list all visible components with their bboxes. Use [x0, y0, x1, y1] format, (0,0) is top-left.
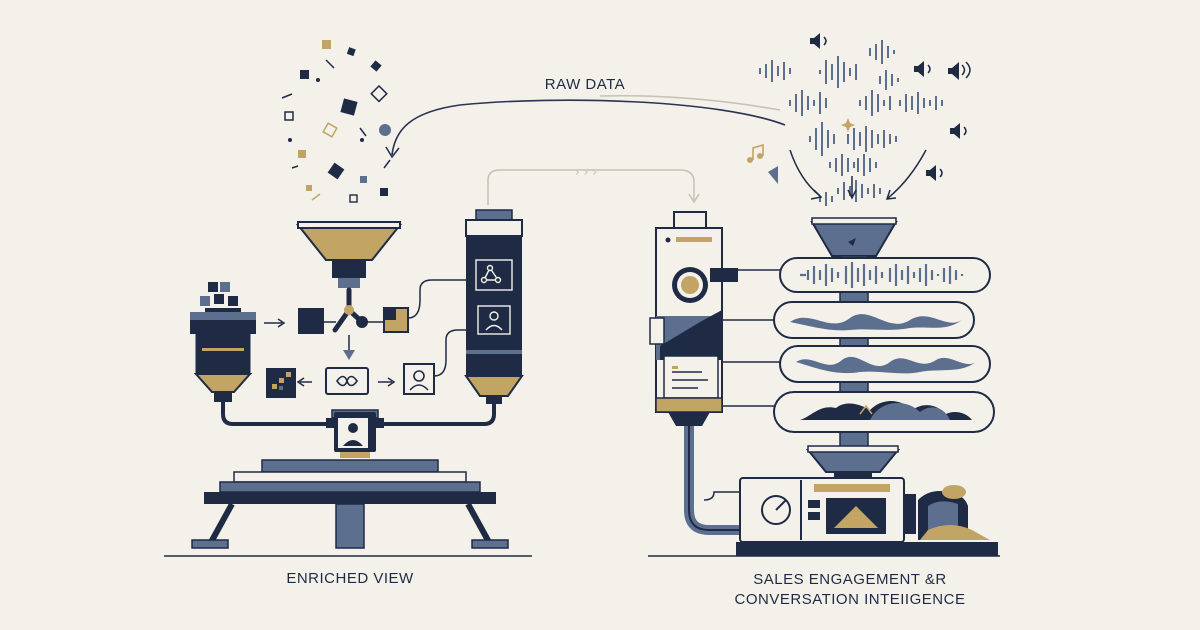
speaker-icon	[810, 33, 827, 49]
sparkle-icon	[841, 118, 855, 132]
speaker-icon	[926, 165, 943, 181]
wave-capsule-2	[773, 301, 975, 339]
wave-capsule-1	[779, 257, 991, 293]
wave-capsule-3	[779, 345, 991, 383]
speaker-icon	[914, 61, 931, 77]
enriched-view-label: ENRICHED VIEW	[286, 570, 414, 587]
wave-convergence-arrows	[789, 149, 927, 200]
data-box-1	[298, 308, 324, 334]
raw-data-arc-right	[599, 94, 781, 111]
right-machine	[648, 211, 1000, 557]
image-icon	[826, 498, 886, 534]
raw-data-label: RAW DATA	[544, 76, 626, 93]
center-processor	[326, 409, 384, 458]
music-note-icon	[747, 143, 764, 163]
user-icon	[403, 363, 435, 395]
raw-data-arc-head	[385, 146, 400, 159]
audio-wave-cloud	[759, 40, 943, 206]
raw-data-arc-arrow	[391, 99, 786, 156]
middle-loop-arrow	[487, 169, 695, 205]
pie-chart-icon	[672, 267, 708, 303]
speaker-icon	[950, 123, 967, 139]
side-machine	[649, 211, 780, 426]
chevrons: › › ›	[575, 165, 597, 179]
left-funnel	[295, 224, 403, 261]
left-machine	[164, 209, 532, 557]
speaker-icons	[747, 33, 971, 184]
speaker-icon	[948, 61, 971, 80]
top-flow-arrows: › › ›	[385, 94, 786, 205]
left-hopper	[190, 282, 256, 402]
base-unit	[648, 477, 1000, 557]
sales-label-line-2: CONVERSATION INTEIIGENCE	[734, 591, 966, 608]
raw-data-confetti	[281, 40, 391, 203]
share-nodes-icon	[480, 264, 502, 284]
sales-label-line-1: SALES ENGAGEMENT &R	[753, 571, 947, 588]
pixel-box	[266, 368, 296, 398]
left-platform	[164, 459, 532, 557]
middle-loop-head	[688, 193, 700, 204]
sales-engagement-label: SALES ENGAGEMENT &R CONVERSATION INTEIIG…	[690, 570, 1010, 610]
wave-capsule-4	[773, 391, 995, 433]
infinity-icon	[325, 367, 369, 395]
speaker-icon	[768, 166, 778, 184]
left-column	[464, 209, 524, 404]
